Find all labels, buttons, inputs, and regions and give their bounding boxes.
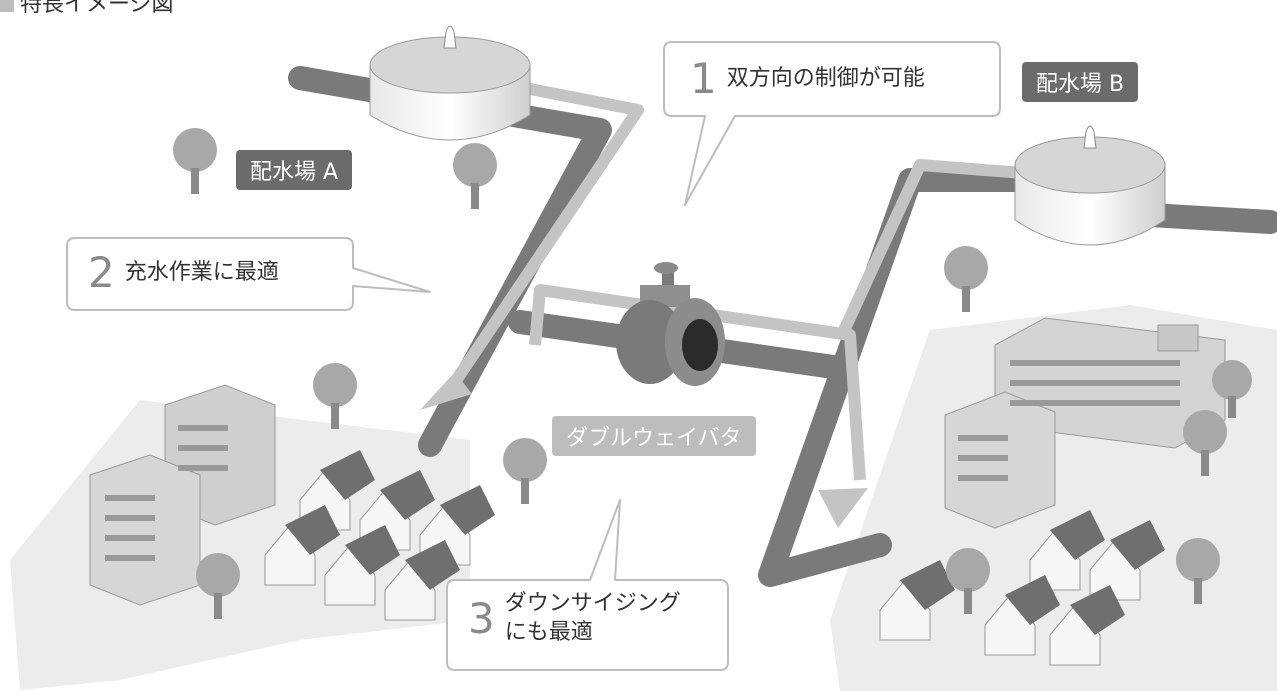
callout-3: 3 ダウンサイジング にも最適 [468, 590, 681, 647]
houses-right [879, 510, 1165, 666]
flow-arrow-head-left [420, 372, 472, 410]
callout-3-number: 3 [468, 593, 495, 643]
callout-3-text: ダウンサイジング にも最適 [505, 590, 681, 647]
flow-arrow-head-right [818, 488, 868, 528]
callout-2-text: 充水作業に最適 [124, 259, 279, 285]
callout-2: 2 充水作業に最適 [88, 252, 279, 294]
callout-3-text-line1: ダウンサイジング [504, 591, 681, 616]
heading-text: 特長イメージ図 [20, 0, 174, 17]
callout-3-text-line2: にも最適 [504, 619, 593, 645]
diagram-heading: 特長イメージ図 [0, 0, 174, 18]
callout-bubble-2 [66, 237, 431, 311]
callout-1-text: 双方向の制御が可能 [726, 65, 925, 91]
butterfly-valve [616, 262, 725, 386]
callout-2-number: 2 [88, 248, 115, 297]
houses-left [264, 450, 495, 621]
callout-1: 1 双方向の制御が可能 [690, 58, 925, 100]
heading-square-icon [0, 0, 14, 12]
callout-bubble-3 [446, 499, 729, 671]
buildings-left [89, 384, 276, 606]
buildings-right [944, 317, 1226, 529]
water-tank-a [369, 25, 531, 141]
valve-label: ダブルウェイバタ [552, 416, 756, 456]
callout-bubbles [66, 41, 1001, 671]
station-b-label: 配水場 B [1022, 62, 1139, 102]
trees [173, 128, 1252, 619]
water-tank-b [1014, 125, 1166, 246]
station-a-label: 配水場 A [236, 150, 353, 190]
callout-1-number: 1 [690, 54, 717, 103]
callout-bubble-1 [663, 41, 1001, 206]
